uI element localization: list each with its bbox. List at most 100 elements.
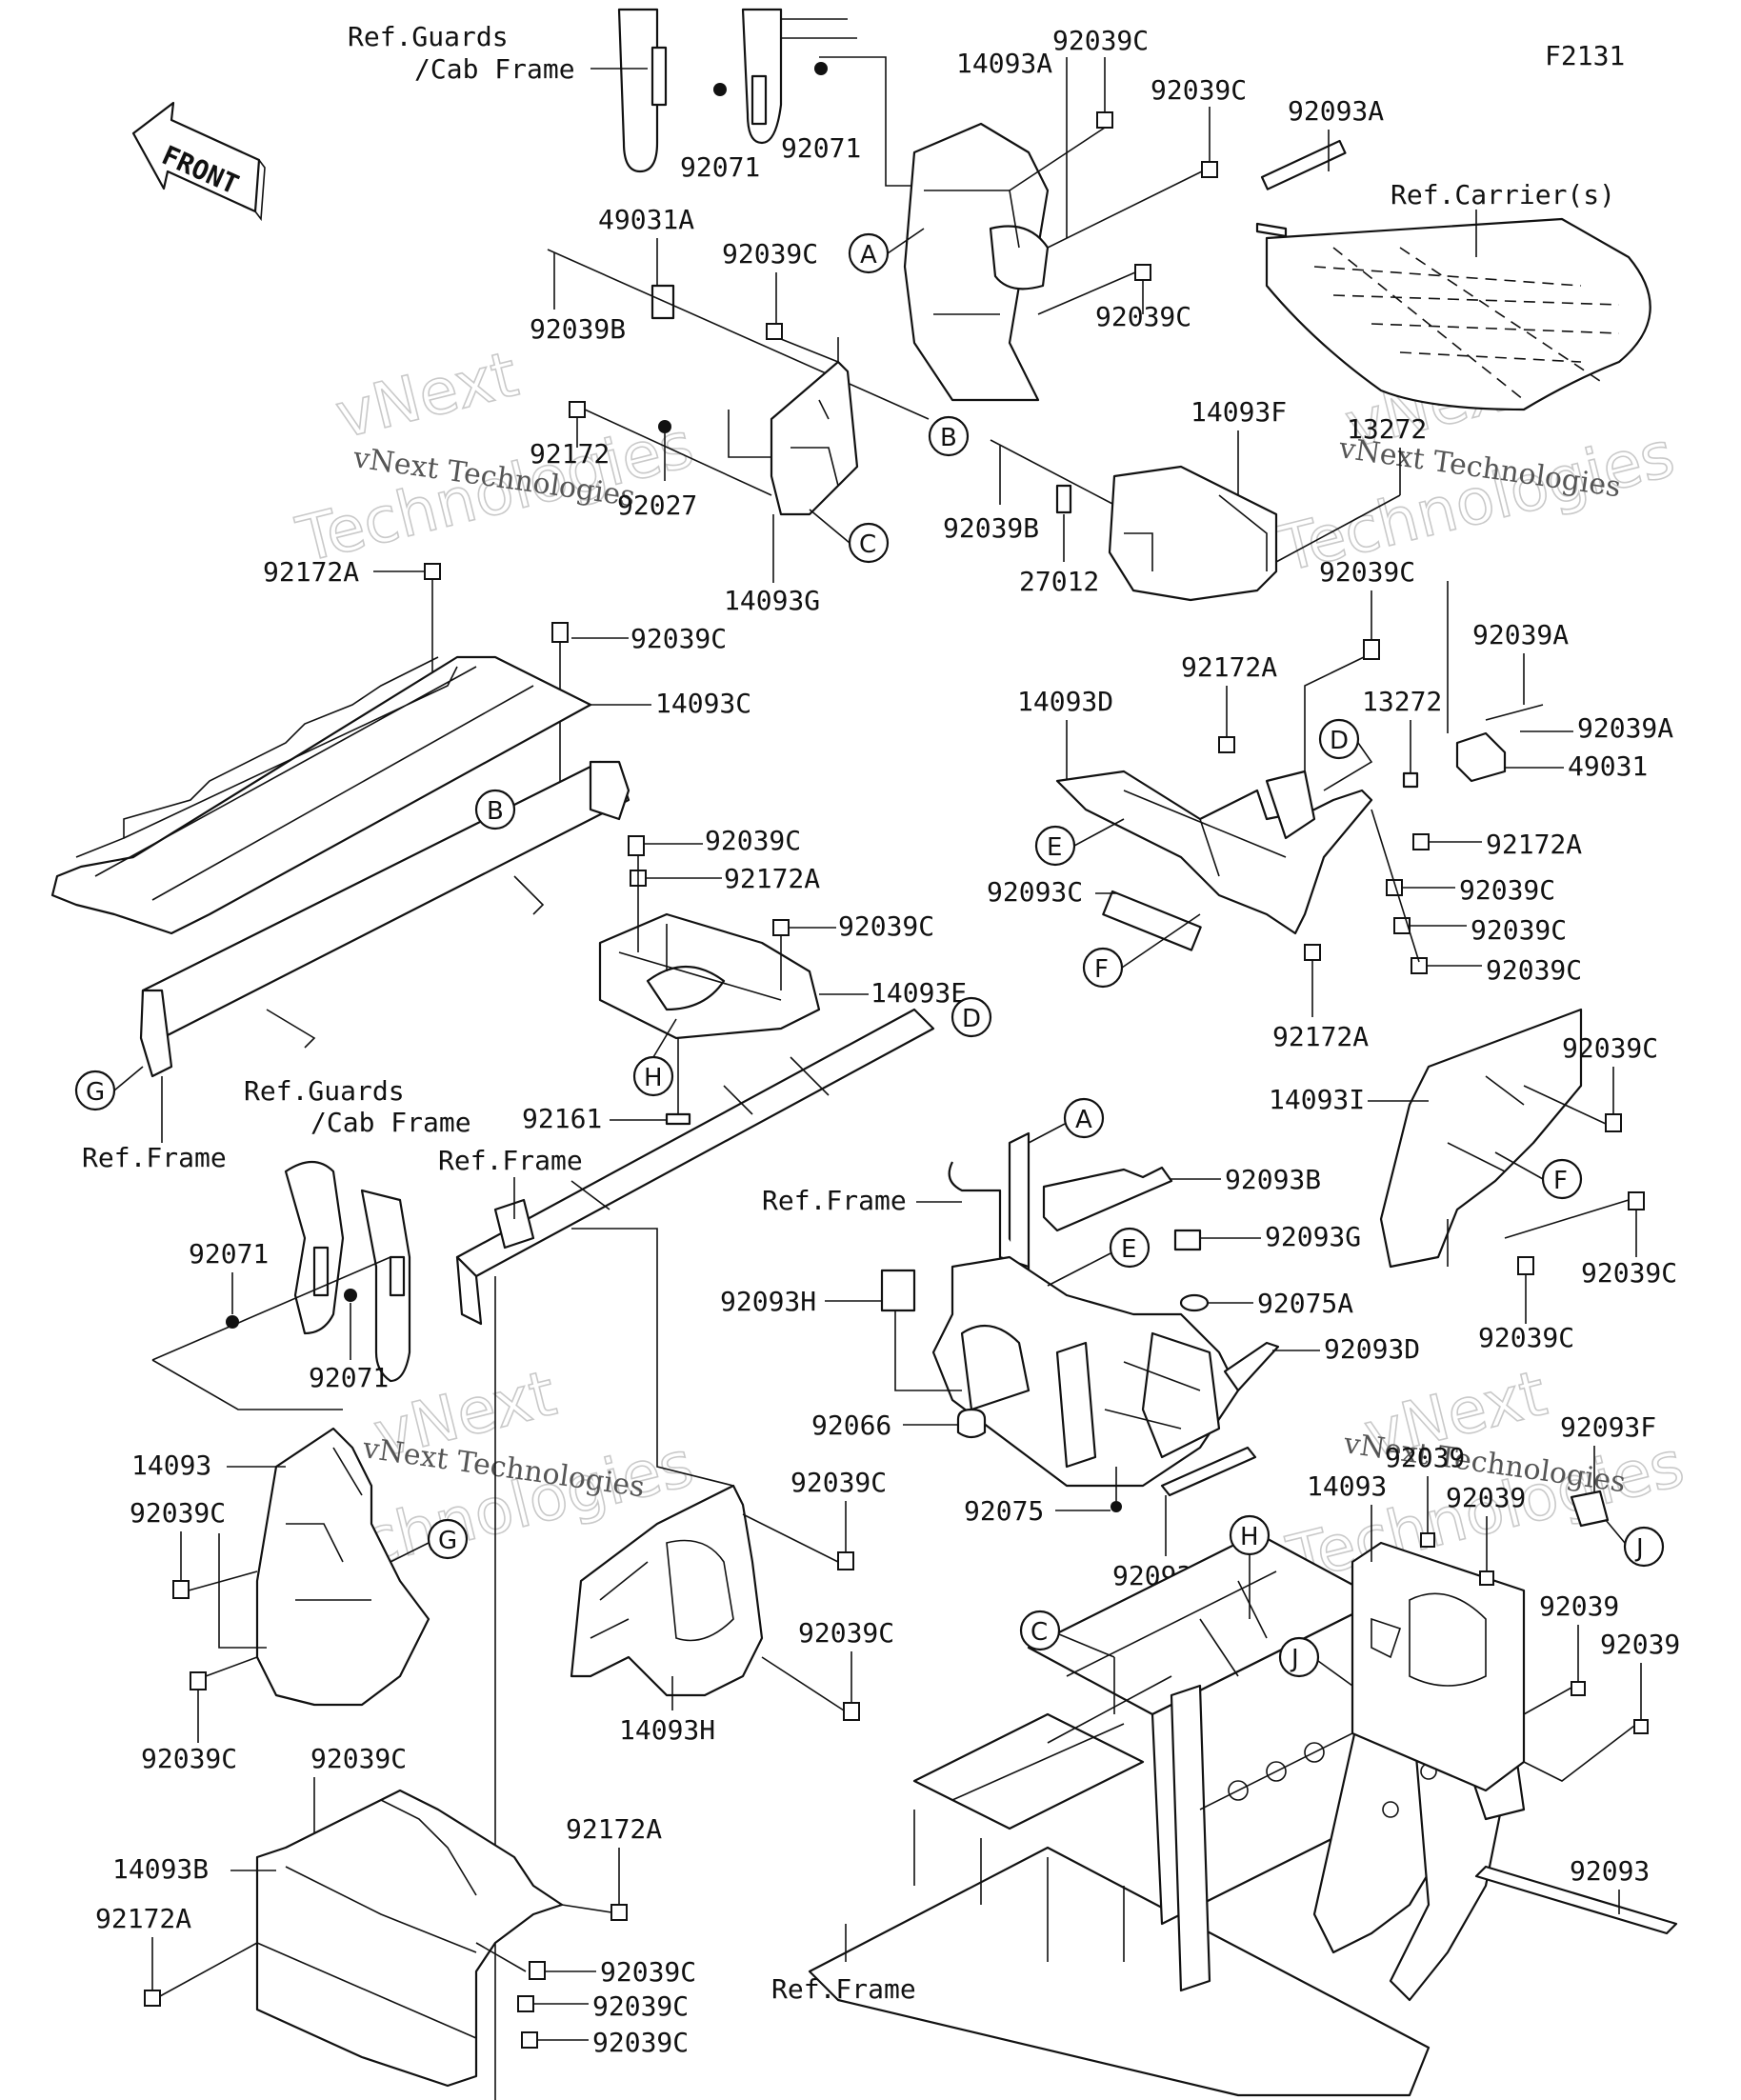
label-14093: 14093 xyxy=(131,1450,211,1481)
label-14093C: 14093C xyxy=(655,688,751,719)
label-92039C: 92039C xyxy=(722,238,818,270)
ref-main-frame xyxy=(808,1531,1526,2097)
callout-E: E xyxy=(1109,1227,1151,1269)
label-49031: 49031 xyxy=(1568,750,1648,782)
label-92172A: 92172A xyxy=(263,556,359,588)
svg-text:C: C xyxy=(859,530,876,559)
part-14093E xyxy=(598,912,821,1040)
svg-text:F: F xyxy=(1553,1167,1568,1195)
callout-D: D xyxy=(1318,718,1360,760)
ref-cabframe-mid: /Cab Frame xyxy=(310,1107,471,1138)
label-92039C: 92039C xyxy=(141,1743,237,1774)
label-92093A: 92093A xyxy=(1288,95,1384,127)
svg-text:D: D xyxy=(1330,727,1349,755)
label-92039: 92039 xyxy=(1539,1590,1619,1622)
ref-carriers: Ref.Carrier(s) xyxy=(1391,179,1615,210)
frame-rail-left xyxy=(139,760,630,1078)
label-92075: 92075 xyxy=(964,1495,1044,1527)
label-92039C: 92039C xyxy=(1459,874,1555,906)
part-14093D xyxy=(1055,770,1373,935)
callout-E: E xyxy=(1034,825,1076,867)
svg-text:D: D xyxy=(962,1005,981,1033)
label-92039C: 92039C xyxy=(1095,301,1191,332)
label-92172A: 92172A xyxy=(95,1903,191,1934)
label-92039C: 92039C xyxy=(1562,1032,1658,1064)
label-92172A: 92172A xyxy=(1486,829,1582,860)
svg-text:C: C xyxy=(1031,1618,1048,1647)
svg-text:F: F xyxy=(1094,955,1109,984)
callout-G: G xyxy=(427,1518,469,1560)
label-92172A: 92172A xyxy=(1181,651,1277,683)
callout-F: F xyxy=(1541,1158,1583,1200)
diagram-code: F2131 xyxy=(1545,40,1625,71)
callout-H: H xyxy=(1229,1514,1271,1556)
watermark-brand: vNext xyxy=(329,337,525,452)
label-92039C: 92039C xyxy=(798,1617,894,1649)
label-92039C: 92039C xyxy=(592,1990,689,2022)
front-direction-arrow: FRONT xyxy=(131,101,266,222)
part-14093 xyxy=(255,1427,430,1707)
svg-text:J: J xyxy=(1290,1645,1299,1673)
label-92039C: 92039C xyxy=(1478,1322,1574,1353)
label-27012: 27012 xyxy=(1019,566,1099,597)
callout-B: B xyxy=(928,415,970,457)
label-92039C: 92039C xyxy=(310,1743,407,1774)
ref-guards-mid: Ref.Guards xyxy=(244,1075,405,1107)
label-49031A: 49031A xyxy=(598,204,694,235)
callout-C: C xyxy=(1019,1610,1061,1651)
callout-F: F xyxy=(1082,947,1124,989)
label-92071: 92071 xyxy=(309,1362,389,1393)
svg-text:A: A xyxy=(860,241,877,270)
part-49031 xyxy=(1455,731,1507,783)
ref-frame-center: Ref.Frame xyxy=(762,1185,907,1216)
label-92071: 92071 xyxy=(680,151,760,183)
ref-frame-bottom: Ref.Frame xyxy=(771,1973,916,2005)
label-92039B: 92039B xyxy=(943,512,1039,544)
label-92039C: 92039C xyxy=(1581,1257,1677,1289)
label-92039C: 92039C xyxy=(790,1467,887,1498)
label-92039: 92039 xyxy=(1600,1629,1680,1660)
part-right-panel xyxy=(1351,1541,1526,1792)
ref-frame-left: Ref.Frame xyxy=(82,1142,227,1173)
callout-A: A xyxy=(1063,1097,1105,1139)
label-92093C: 92093C xyxy=(987,876,1083,908)
label-92172: 92172 xyxy=(530,438,610,470)
label-92093H: 92093H xyxy=(720,1286,816,1317)
part-14093F xyxy=(1108,465,1278,602)
svg-text:H: H xyxy=(1240,1523,1259,1551)
label-92093B: 92093B xyxy=(1225,1164,1321,1195)
ref-carrier xyxy=(1255,217,1651,411)
label-14093: 14093 xyxy=(1307,1470,1387,1502)
label-92039C: 92039C xyxy=(1486,954,1582,986)
part-14093A xyxy=(903,122,1050,402)
label-92039C: 92039C xyxy=(1151,74,1247,106)
label-92039A: 92039A xyxy=(1577,712,1673,744)
label-92071: 92071 xyxy=(189,1238,269,1270)
part-14093C xyxy=(50,655,592,935)
svg-text:E: E xyxy=(1121,1235,1136,1264)
label-92093F: 92093F xyxy=(1560,1411,1656,1443)
label-14093G: 14093G xyxy=(724,585,820,616)
ref-guards-top: Ref.Guards xyxy=(348,21,509,52)
label-92093G: 92093G xyxy=(1265,1221,1361,1252)
label-92039C: 92039C xyxy=(592,2027,689,2058)
label-92161: 92161 xyxy=(522,1103,602,1134)
ref-frame-mid: Ref.Frame xyxy=(438,1145,583,1176)
ref-cabframe-top: /Cab Frame xyxy=(414,53,575,85)
label-92039C: 92039C xyxy=(1471,914,1567,946)
part-14093G xyxy=(770,360,859,516)
part-14093B xyxy=(255,1789,564,2088)
label-92172A: 92172A xyxy=(724,863,820,894)
label-92039B: 92039B xyxy=(530,313,626,345)
svg-text:G: G xyxy=(438,1527,457,1555)
label-92172A: 92172A xyxy=(1272,1021,1369,1052)
label-13272: 13272 xyxy=(1347,413,1427,445)
cab-frame-mid xyxy=(284,1160,411,1383)
callout-J: J xyxy=(1278,1636,1320,1678)
svg-text:H: H xyxy=(644,1064,663,1092)
svg-text:B: B xyxy=(487,797,504,826)
label-14093B: 14093B xyxy=(112,1853,209,1885)
label-92039A: 92039A xyxy=(1472,619,1569,650)
